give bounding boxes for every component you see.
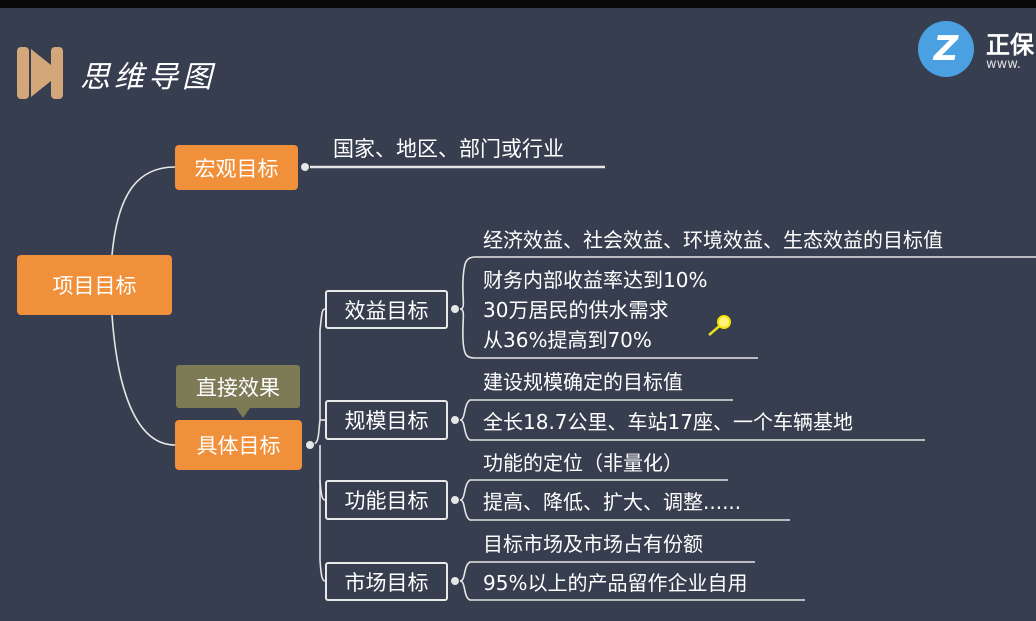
market-heading: 目标市场及市场占有份额 — [483, 532, 703, 556]
pointer-cursor-icon — [708, 315, 731, 336]
play-logo-icon — [17, 47, 63, 99]
top-bar — [0, 0, 1036, 8]
brand-logo-icon: Z — [918, 21, 974, 77]
macro-goal-node[interactable]: 宏观目标 — [175, 145, 298, 190]
benefit-goal-node[interactable]: 效益目标 — [325, 290, 448, 329]
brand-name: 正保 — [986, 31, 1034, 59]
function-item: 提高、降低、扩大、调整...... — [483, 490, 742, 514]
root-node[interactable]: 项目目标 — [17, 255, 172, 315]
scale-item: 全长18.7公里、车站17座、一个车辆基地 — [483, 410, 853, 434]
benefit-item: 财务内部收益率达到10% — [483, 268, 708, 292]
benefit-item: 从36%提高到70% — [483, 328, 652, 352]
market-item: 95%以上的产品留作企业自用 — [483, 571, 748, 595]
brand-url: www. — [986, 57, 1021, 72]
benefit-heading: 经济效益、社会效益、环境效益、生态效益的目标值 — [483, 228, 943, 252]
scale-heading: 建设规模确定的目标值 — [483, 370, 683, 394]
market-goal-node[interactable]: 市场目标 — [325, 562, 448, 601]
callout-direct-effect: 直接效果 — [176, 365, 300, 408]
page-title: 思维导图 — [80, 60, 216, 95]
scale-goal-node[interactable]: 规模目标 — [325, 400, 448, 440]
specific-goal-node[interactable]: 具体目标 — [175, 420, 302, 470]
function-goal-node[interactable]: 功能目标 — [325, 480, 448, 520]
benefit-item: 30万居民的供水需求 — [483, 298, 669, 322]
function-heading: 功能的定位（非量化） — [483, 451, 683, 475]
macro-goal-item: 国家、地区、部门或行业 — [333, 137, 564, 161]
